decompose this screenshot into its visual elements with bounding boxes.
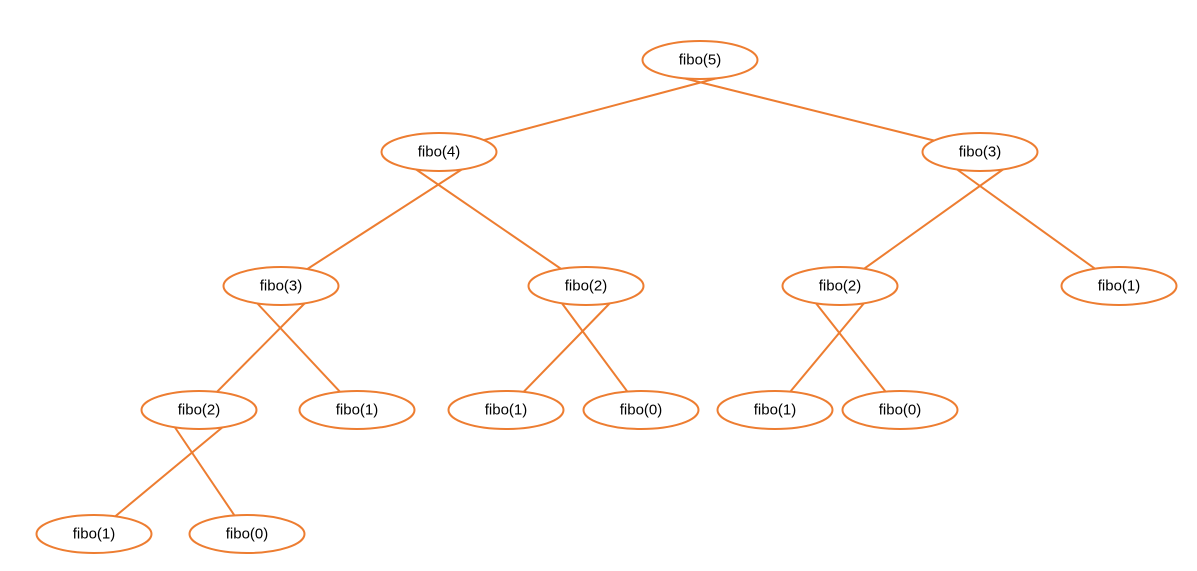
node-ellipse: [188, 514, 306, 554]
nodes-layer: fibo(5) fibo(4) fibo(3) fibo(3) fibo(2) fibo(…: [35, 40, 1178, 554]
tree-edge-n1-n3: [280, 167, 465, 287]
node-ellipse: [380, 132, 498, 172]
node-ellipse: [527, 266, 645, 306]
node-label: fibo(1): [754, 402, 797, 419]
tree-node-n4: fibo(2): [527, 266, 645, 306]
node-ellipse: [781, 266, 899, 306]
tree-node-n14: fibo(0): [188, 514, 306, 554]
node-ellipse: [1060, 266, 1178, 306]
tree-edge-n2-n5: [839, 167, 1006, 287]
tree-node-n0: fibo(5): [641, 40, 759, 80]
node-label: fibo(3): [260, 278, 303, 295]
tree-node-n12: fibo(0): [841, 390, 959, 430]
node-ellipse: [140, 390, 258, 430]
node-label: fibo(2): [178, 402, 221, 419]
node-label: fibo(4): [418, 144, 461, 161]
node-ellipse: [641, 40, 759, 80]
tree-node-n11: fibo(1): [716, 390, 834, 430]
node-ellipse: [447, 390, 565, 430]
node-ellipse: [716, 390, 834, 430]
node-label: fibo(1): [1098, 278, 1141, 295]
tree-node-n3: fibo(3): [222, 266, 340, 306]
node-label: fibo(3): [959, 144, 1002, 161]
tree-node-n8: fibo(1): [298, 390, 416, 430]
node-ellipse: [841, 390, 959, 430]
node-label: fibo(5): [679, 52, 722, 69]
node-ellipse: [35, 514, 153, 554]
tree-node-n1: fibo(4): [380, 132, 498, 172]
node-label: fibo(1): [336, 402, 379, 419]
tree-node-n10: fibo(0): [582, 390, 700, 430]
tree-node-n7: fibo(2): [140, 390, 258, 430]
node-label: fibo(2): [565, 278, 608, 295]
tree-node-n13: fibo(1): [35, 514, 153, 554]
tree-node-n9: fibo(1): [447, 390, 565, 430]
tree-node-n2: fibo(3): [921, 132, 1039, 172]
node-label: fibo(0): [879, 402, 922, 419]
node-ellipse: [921, 132, 1039, 172]
node-label: fibo(0): [620, 402, 663, 419]
tree-edge-n1-n4: [413, 167, 587, 287]
tree-node-n5: fibo(2): [781, 266, 899, 306]
node-label: fibo(2): [819, 278, 862, 295]
tree-edge-n0-n1: [438, 75, 726, 153]
tree-edge-n0-n2: [674, 75, 981, 153]
node-label: fibo(1): [485, 402, 528, 419]
node-ellipse: [582, 390, 700, 430]
tree-edge-n2-n6: [954, 167, 1120, 287]
node-ellipse: [222, 266, 340, 306]
node-label: fibo(1): [73, 526, 116, 543]
node-label: fibo(0): [226, 526, 269, 543]
tree-node-n6: fibo(1): [1060, 266, 1178, 306]
node-ellipse: [298, 390, 416, 430]
